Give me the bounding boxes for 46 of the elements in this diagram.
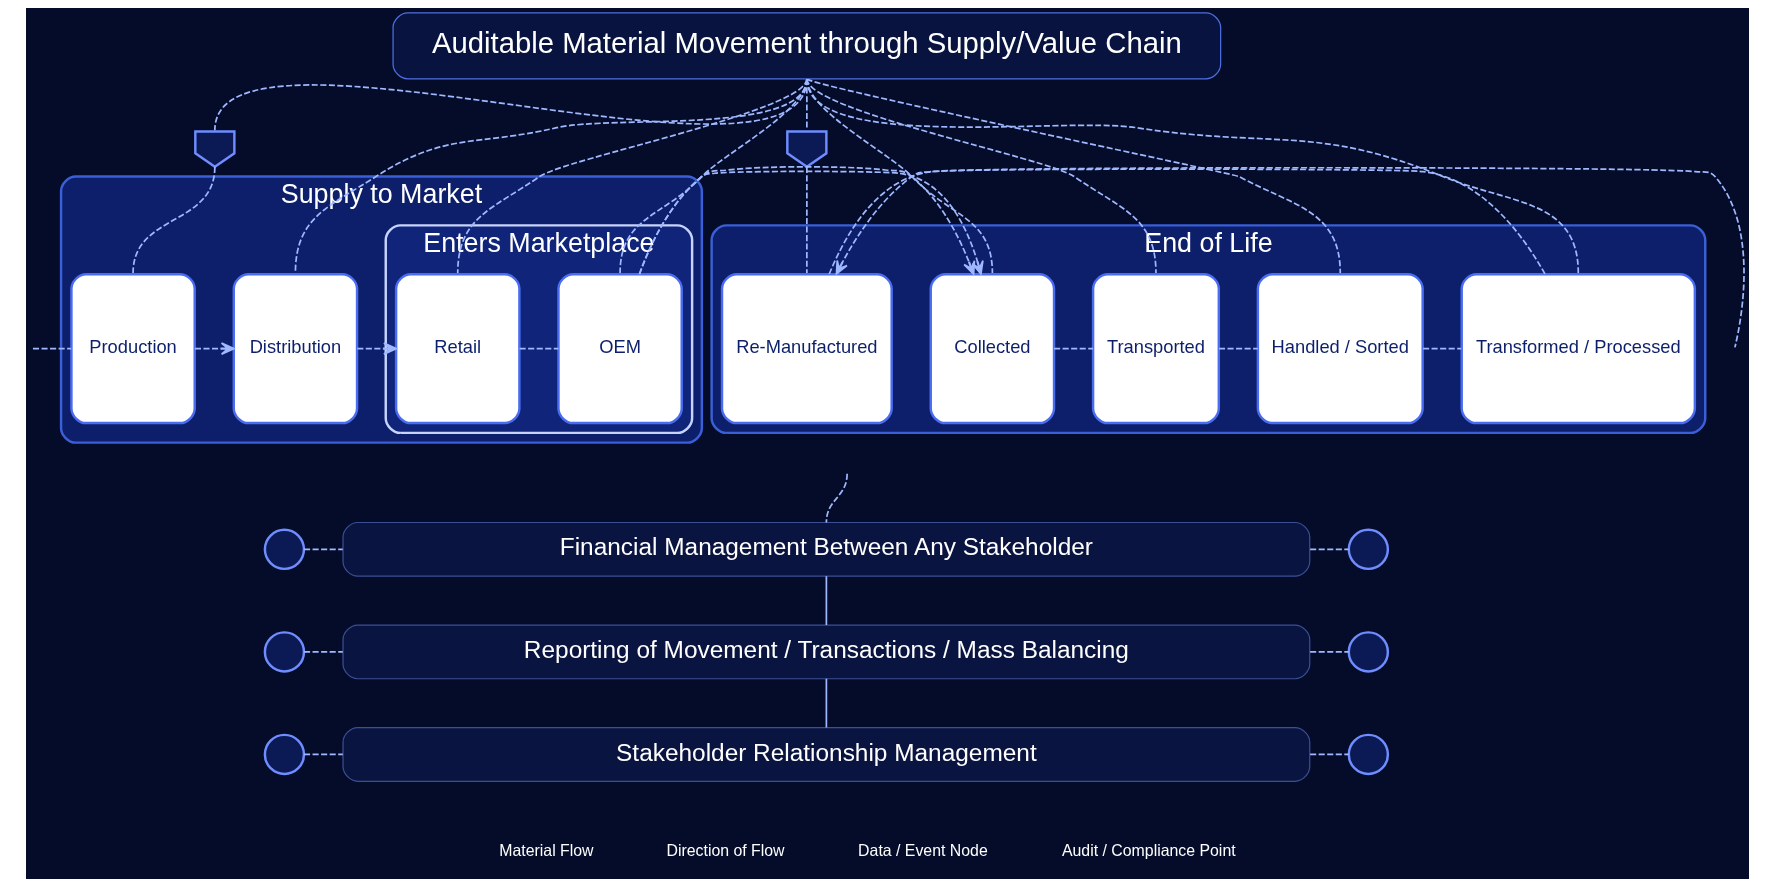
connector — [302, 753, 344, 756]
node-box: Production — [69, 272, 196, 425]
node-box: OEM — [556, 272, 683, 425]
node-box: Stakeholder Relationship Management — [341, 726, 1310, 782]
node-box: Financial Management Between Any Stakeholder — [341, 521, 1310, 577]
connector — [302, 548, 344, 551]
arrow — [355, 342, 397, 355]
connector — [294, 78, 808, 274]
node-shield — [193, 130, 236, 169]
connector — [825, 472, 848, 524]
connector — [1308, 753, 1350, 756]
node-box: Re-Manufactured — [720, 272, 893, 425]
connector — [1217, 347, 1259, 350]
node-circle — [263, 631, 305, 673]
connector — [1052, 347, 1094, 350]
legend-label: Audit / Compliance Point — [1061, 842, 1236, 860]
arrow — [193, 342, 235, 355]
node-circle — [263, 528, 305, 571]
legend-label: Data / Event Node — [857, 842, 988, 860]
node-box: Distribution — [232, 272, 358, 425]
connector — [805, 165, 808, 274]
connector — [31, 347, 72, 350]
node-box: Transformed / Processed — [1460, 272, 1696, 425]
node-box: Retail — [394, 272, 521, 425]
node-circle — [1347, 528, 1389, 571]
node-circle — [1347, 631, 1389, 673]
legend-label: Direction of Flow — [665, 842, 785, 860]
connector — [131, 165, 216, 274]
node-shield — [785, 130, 828, 169]
connector — [1421, 347, 1462, 350]
node-circle — [1347, 733, 1389, 776]
connector — [1308, 651, 1350, 653]
connector — [1308, 548, 1350, 551]
node-box: Collected — [929, 272, 1055, 425]
legend-label: Material Flow — [498, 842, 594, 860]
connector — [825, 575, 827, 626]
node-box: Reporting of Movement / Transactions / Mass Balancing — [341, 624, 1310, 680]
connector — [825, 677, 827, 729]
connector — [302, 651, 344, 653]
connector — [456, 78, 808, 274]
connector — [827, 166, 1745, 349]
node-circle — [263, 733, 305, 776]
node-box: Transported — [1091, 272, 1220, 425]
node-box: Handled / Sorted — [1256, 272, 1424, 425]
connector — [518, 347, 559, 350]
node-box: Auditable Material Movement through Supply/Value Chain — [391, 12, 1221, 80]
